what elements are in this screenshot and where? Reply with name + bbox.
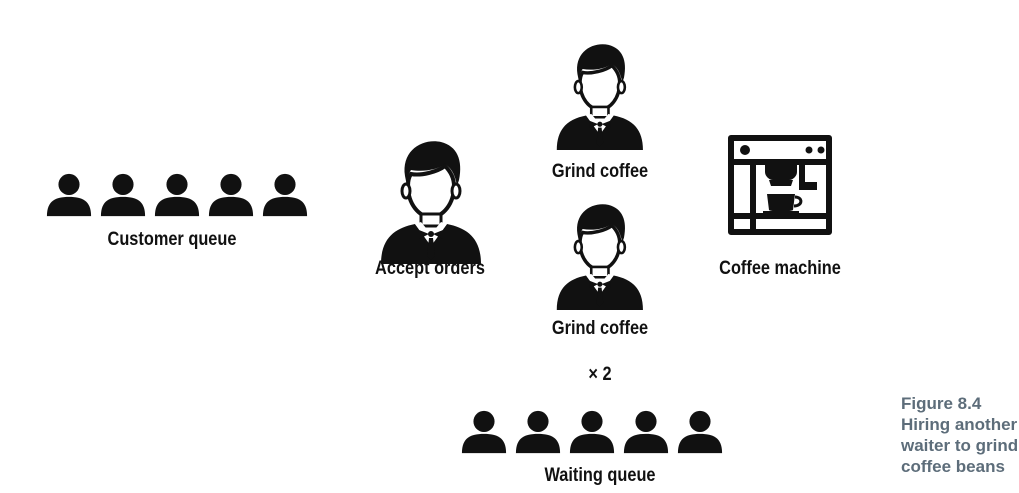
waiter-accept-orders-icon xyxy=(375,134,485,269)
grind-coffee-top-label: Grind coffee xyxy=(551,161,649,182)
customer-person-icon xyxy=(45,171,93,219)
customer-person-icon xyxy=(153,171,201,219)
waiting-person-icon xyxy=(460,408,508,456)
waiting-queue xyxy=(460,408,724,456)
customer-person-icon xyxy=(207,171,255,219)
customer-queue-label: Customer queue xyxy=(107,229,237,250)
waiting-person-icon xyxy=(568,408,616,456)
waiting-person-icon xyxy=(676,408,724,456)
figure-caption: Figure 8.4 Hiring another waiter to grin… xyxy=(901,393,1019,477)
waiter-grind-bottom-icon xyxy=(544,198,654,315)
coffee-machine-icon xyxy=(725,132,835,249)
accept-orders-label: Accept orders xyxy=(375,258,485,279)
multiplier-label: × 2 xyxy=(588,364,612,385)
coffee-machine-label: Coffee machine xyxy=(719,258,841,279)
customer-person-icon xyxy=(261,171,309,219)
waiting-person-icon xyxy=(622,408,670,456)
waiter-grind-top-icon xyxy=(544,38,654,155)
customer-queue xyxy=(45,171,309,219)
waiting-queue-label: Waiting queue xyxy=(544,465,656,486)
waiting-person-icon xyxy=(514,408,562,456)
caption-line-3: coffee beans xyxy=(901,457,1005,476)
caption-line-1: Hiring another xyxy=(901,415,1018,434)
caption-line-2: waiter to grind xyxy=(901,436,1019,455)
grind-coffee-bottom-label: Grind coffee xyxy=(551,318,649,339)
figure-number: Figure 8.4 xyxy=(901,394,982,413)
customer-person-icon xyxy=(99,171,147,219)
